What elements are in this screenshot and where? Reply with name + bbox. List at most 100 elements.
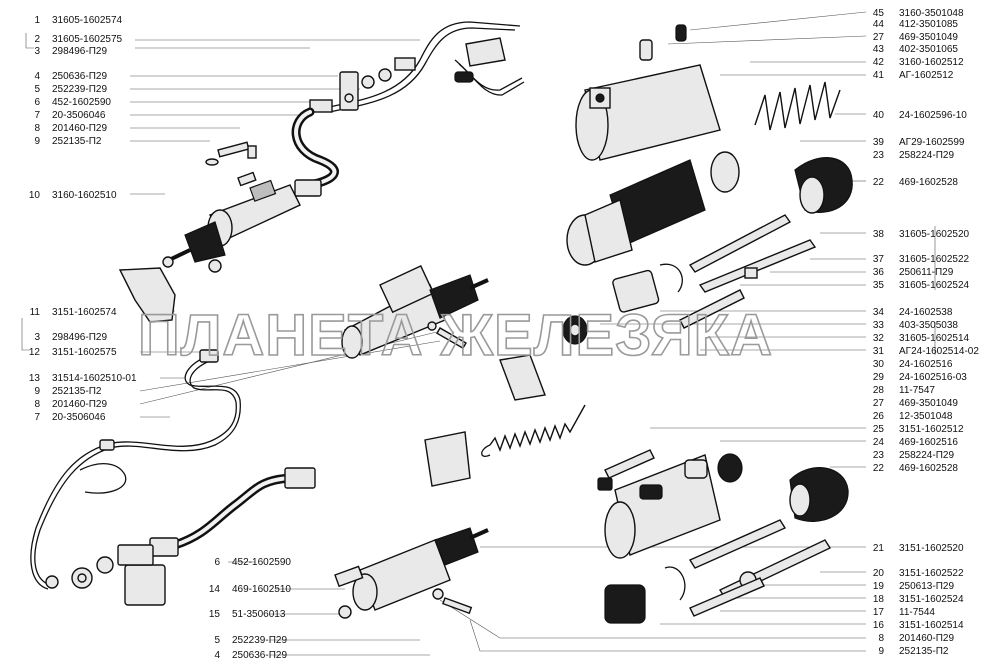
upper-master-cylinder: [562, 24, 853, 345]
callout-number: 5: [34, 84, 40, 95]
callout-number: 39: [873, 137, 885, 148]
callout-number: 4: [34, 71, 40, 82]
callout-number: 23: [873, 450, 885, 461]
part-number: 469-3501049: [899, 32, 958, 43]
part-number: 298496-П29: [52, 332, 107, 343]
part-number: АГ24-1602514-02: [899, 346, 979, 357]
lower-brake-lines: [30, 349, 316, 606]
callout-number: 9: [878, 646, 884, 657]
part-number: 201460-П29: [52, 123, 107, 134]
callout-number: 27: [873, 32, 885, 43]
callout-number: 14: [209, 584, 221, 595]
callout-number: 44: [873, 19, 885, 30]
part-number: 298496-П29: [52, 46, 107, 57]
part-number: 31605-1602575: [52, 34, 123, 45]
part-number: 3151-1602574: [52, 307, 117, 318]
part-number: 31605-1602574: [52, 15, 123, 26]
callout-number: 23: [873, 150, 885, 161]
part-number: 258224-П29: [899, 150, 954, 161]
callout-number: 31: [873, 346, 885, 357]
callout-number: 32: [873, 333, 885, 344]
part-number: АГ-1602512: [899, 70, 954, 81]
callout-number: 26: [873, 411, 885, 422]
part-number: 250613-П29: [899, 581, 954, 592]
part-number: 252239-П29: [232, 635, 287, 646]
part-number: 24-1602538: [899, 307, 953, 318]
callout-number: 28: [873, 385, 885, 396]
part-number: 452-1602590: [52, 97, 111, 108]
part-number: 252135-П2: [899, 646, 949, 657]
part-number: 3151-1602524: [899, 594, 964, 605]
callout-number: 6: [214, 557, 220, 568]
callout-number: 34: [873, 307, 885, 318]
leader-lines: [21, 11, 936, 656]
part-number: 11-7544: [899, 607, 935, 618]
callout-number: 36: [873, 267, 885, 278]
part-number: 3151-1602512: [899, 424, 964, 435]
callout-number: 19: [873, 581, 885, 592]
callout-number: 35: [873, 280, 885, 291]
callout-number: 8: [34, 399, 40, 410]
part-number: 252135-П2: [52, 386, 102, 397]
lower-master-cylinder: [597, 449, 849, 624]
part-number: 24-1602596-10: [899, 110, 967, 121]
part-number: 3160-1602510: [52, 190, 117, 201]
upper-slave-cylinder-assembly: [118, 21, 525, 323]
part-number: 3160-3501048: [899, 8, 964, 19]
part-number: 31605-1602522: [899, 254, 970, 265]
part-number: 252135-П2: [52, 136, 102, 147]
part-number: 31605-1602524: [899, 280, 970, 291]
callout-number: 7: [34, 110, 40, 121]
part-number: 24-1602516-03: [899, 372, 967, 383]
callout-number: 2: [34, 34, 40, 45]
callout-number: 7: [34, 412, 40, 423]
callout-number: 22: [873, 177, 885, 188]
part-number: 469-3501049: [899, 398, 958, 409]
part-number: 3151-1602575: [52, 347, 117, 358]
callout-number: 13: [29, 373, 41, 384]
callout-number: 9: [34, 136, 40, 147]
callout-number: 8: [34, 123, 40, 134]
part-number: 51-3506013: [232, 609, 286, 620]
part-number: 403-3505038: [899, 320, 958, 331]
callout-number: 16: [873, 620, 885, 631]
part-number: 12-3501048: [899, 411, 953, 422]
callout-number: 40: [873, 110, 885, 121]
part-number: 250636-П29: [232, 650, 287, 661]
part-number: 201460-П29: [899, 633, 954, 644]
callout-number: 30: [873, 359, 885, 370]
callout-number: 33: [873, 320, 885, 331]
part-number: 252239-П29: [52, 84, 107, 95]
part-number: 3151-1602522: [899, 568, 964, 579]
callout-number: 24: [873, 437, 885, 448]
part-number: 20-3506046: [52, 110, 106, 121]
callout-number: 42: [873, 57, 885, 68]
callout-number: 27: [873, 398, 885, 409]
callout-number: 37: [873, 254, 885, 265]
callout-number: 17: [873, 607, 885, 618]
part-number: 469-1602528: [899, 463, 958, 474]
part-number: 412-3501085: [899, 19, 958, 30]
callout-number: 11: [30, 307, 41, 318]
part-number: 469-1602528: [899, 177, 958, 188]
part-number: 250611-П29: [899, 267, 954, 278]
part-number: 469-1602516: [899, 437, 958, 448]
callout-number: 10: [29, 190, 41, 201]
callout-number: 22: [873, 463, 885, 474]
part-number: 402-3501065: [899, 44, 958, 55]
part-number: 31605-1602514: [899, 333, 970, 344]
lower-slave-cylinder: [334, 527, 489, 619]
callout-number: 3: [34, 332, 40, 343]
callout-number: 15: [209, 609, 221, 620]
part-number: 258224-П29: [899, 450, 954, 461]
part-number: 3151-1602520: [899, 543, 964, 554]
middle-slave-cylinder: [341, 265, 489, 359]
part-number: 452-1602590: [232, 557, 291, 568]
part-number: 3151-1602514: [899, 620, 964, 631]
watermark-text: ПЛАНЕТА ЖЕЛЕЗЯКА: [138, 303, 773, 368]
callout-number: 38: [873, 229, 885, 240]
callout-number: 12: [29, 347, 41, 358]
